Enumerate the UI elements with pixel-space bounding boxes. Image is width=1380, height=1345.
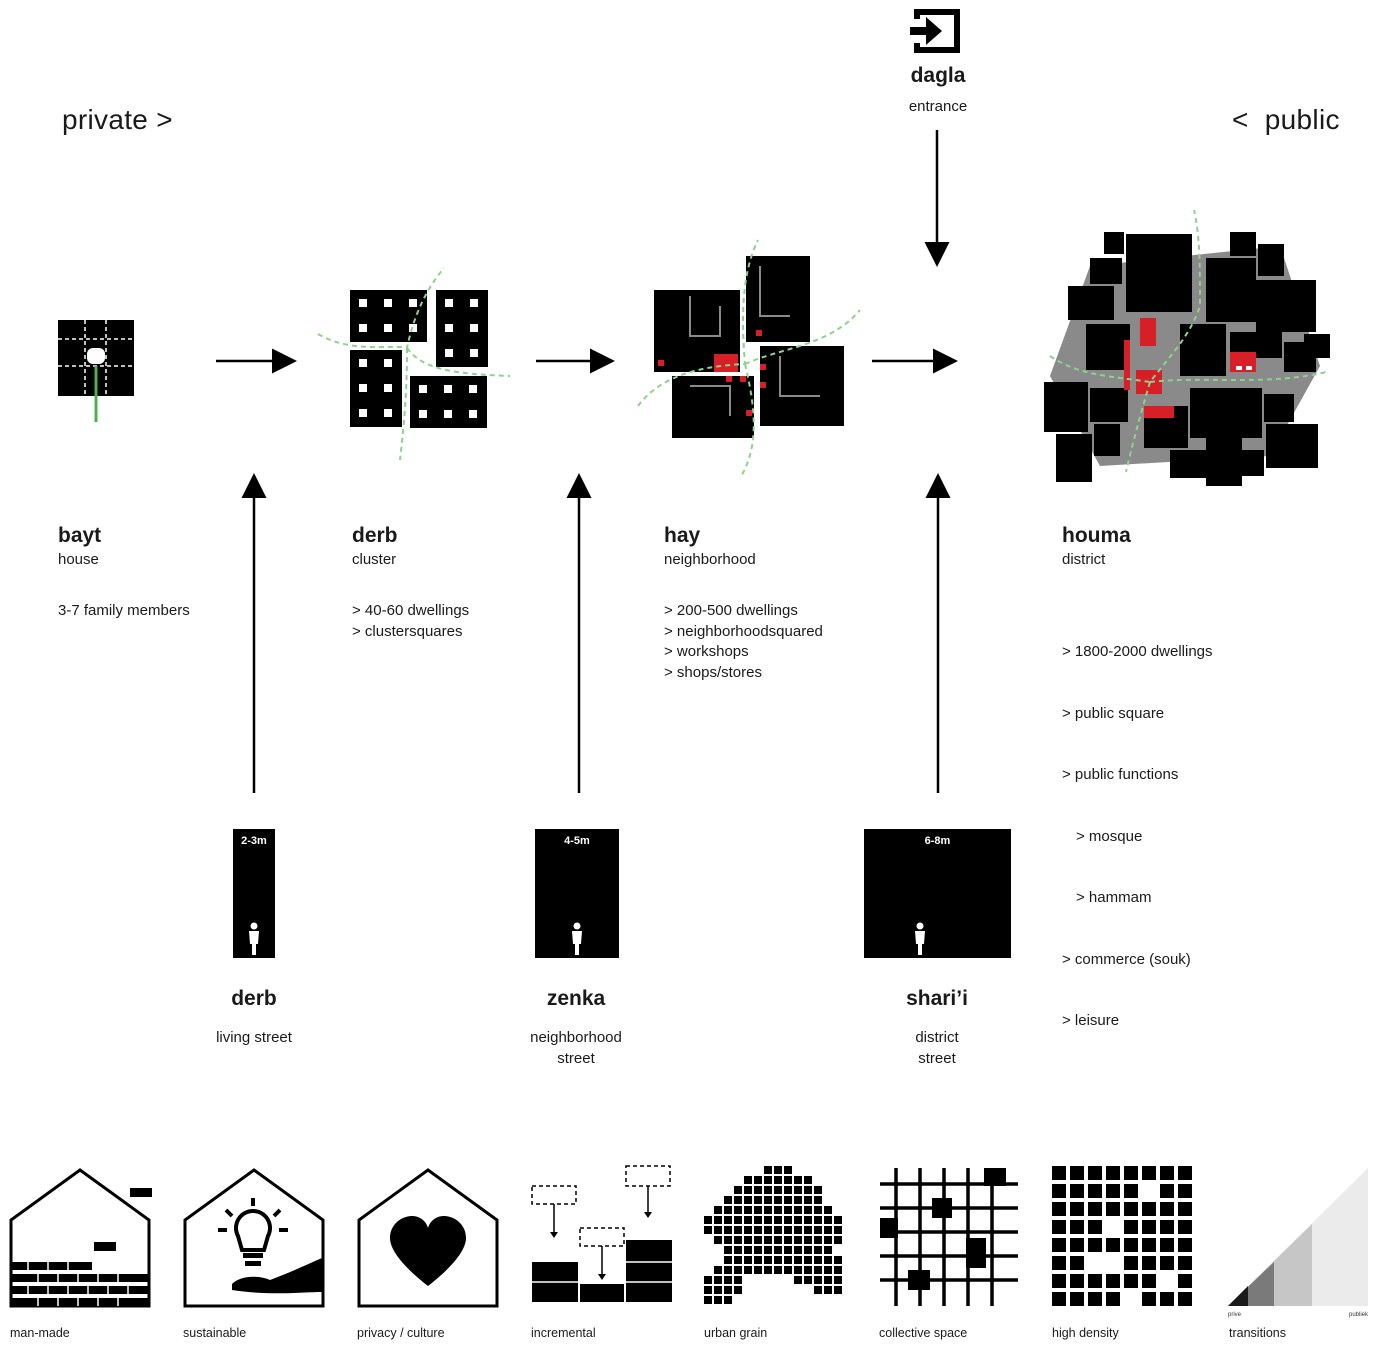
street-title: shari’i [906,987,968,1010]
icon-label: privacy / culture [357,1326,445,1340]
person-icon [915,922,925,955]
transition-right-label: publiek [1349,1312,1369,1318]
person-icon [249,922,259,955]
icon-label: urban grain [704,1326,768,1340]
heart-house-icon [357,1168,499,1308]
private-label: private > [62,104,173,135]
grid-icon [880,1168,1018,1306]
level-hay: hay neighborhood > 200-500 dwellings > n… [664,524,823,683]
public-label: < public [1232,104,1340,135]
street-sub-line: living street [216,1029,292,1046]
level-detail: > commerce (souk) [1062,950,1191,968]
bayt-diagram [58,320,134,422]
icon-label: high density [1052,1326,1119,1340]
flow-arrows [216,130,958,793]
street-section-derb: 2-3m [233,829,275,958]
houma-diagram [1044,209,1330,486]
level-title: bayt [58,524,102,547]
derb-cluster-diagram [317,267,511,461]
street-sub: neighborhood street [476,1028,676,1069]
level-detail: > shops/stores [664,663,762,681]
street-title: derb [231,987,277,1010]
icon-label: transitions [1229,1326,1286,1340]
level-detail: > mosque [1076,827,1143,845]
level-detail: > hammam [1076,889,1152,906]
incremental-blocks-icon [531,1165,672,1302]
gradient-triangle-icon: prive publiek [1228,1168,1369,1318]
level-title: houma [1062,524,1131,547]
dense-grid-icon [1052,1166,1192,1306]
level-title: hay [664,524,701,547]
level-detail: > workshops [664,643,749,660]
icon-label: man-made [10,1326,70,1340]
level-sub: district [1062,551,1106,568]
street-sub: living street [154,1028,354,1049]
transition-left-label: prive [1228,1312,1242,1318]
hay-diagram [637,239,861,479]
level-detail: 3-7 family members [58,602,190,619]
street-width: 2-3m [241,835,267,847]
level-sub: house [58,551,99,568]
entrance-sub: entrance [908,98,968,115]
level-houma: houma district > 1800-2000 dwellings > p… [1062,524,1213,1073]
icon-label: collective space [879,1326,968,1340]
urban-grain-icon [704,1166,842,1304]
street-width: 4-5m [564,835,590,847]
level-detail: > 40-60 dwellings [352,602,470,619]
street-title: zenka [546,987,606,1010]
level-detail: > 200-500 dwellings [664,602,798,619]
entrance-icon [910,9,960,53]
level-bayt: bayt house 3-7 family members [58,524,190,622]
icon-label: incremental [531,1326,596,1340]
level-detail: > 1800-2000 dwellings [1062,643,1213,660]
level-detail: > clustersquares [352,622,463,640]
level-detail: > neighborhoodsquared [664,622,823,640]
icon-label: sustainable [183,1326,247,1340]
level-detail: > public square [1062,704,1165,722]
street-section-zenka: 4-5m [535,829,619,958]
lightbulb-hand-icon [183,1168,325,1308]
level-sub: cluster [352,551,397,568]
level-derb: derb cluster > 40-60 dwellings > cluster… [352,524,469,642]
entrance-title: dagla [910,64,966,87]
street-sub-line: street [918,1049,956,1067]
level-sub: neighborhood [664,551,756,568]
person-icon [572,922,582,955]
street-width: 6-8m [924,835,951,847]
street-section-sharii: 6-8m [864,829,1011,958]
street-sub-line: neighborhood [530,1029,622,1046]
level-detail: > leisure [1062,1012,1120,1029]
street-sub-line: street [557,1049,595,1067]
street-sub-line: district [915,1029,959,1046]
level-title: derb [352,524,398,547]
street-sub: district street [837,1028,1037,1069]
level-detail: > public functions [1062,766,1179,783]
brick-house-icon [9,1168,152,1308]
